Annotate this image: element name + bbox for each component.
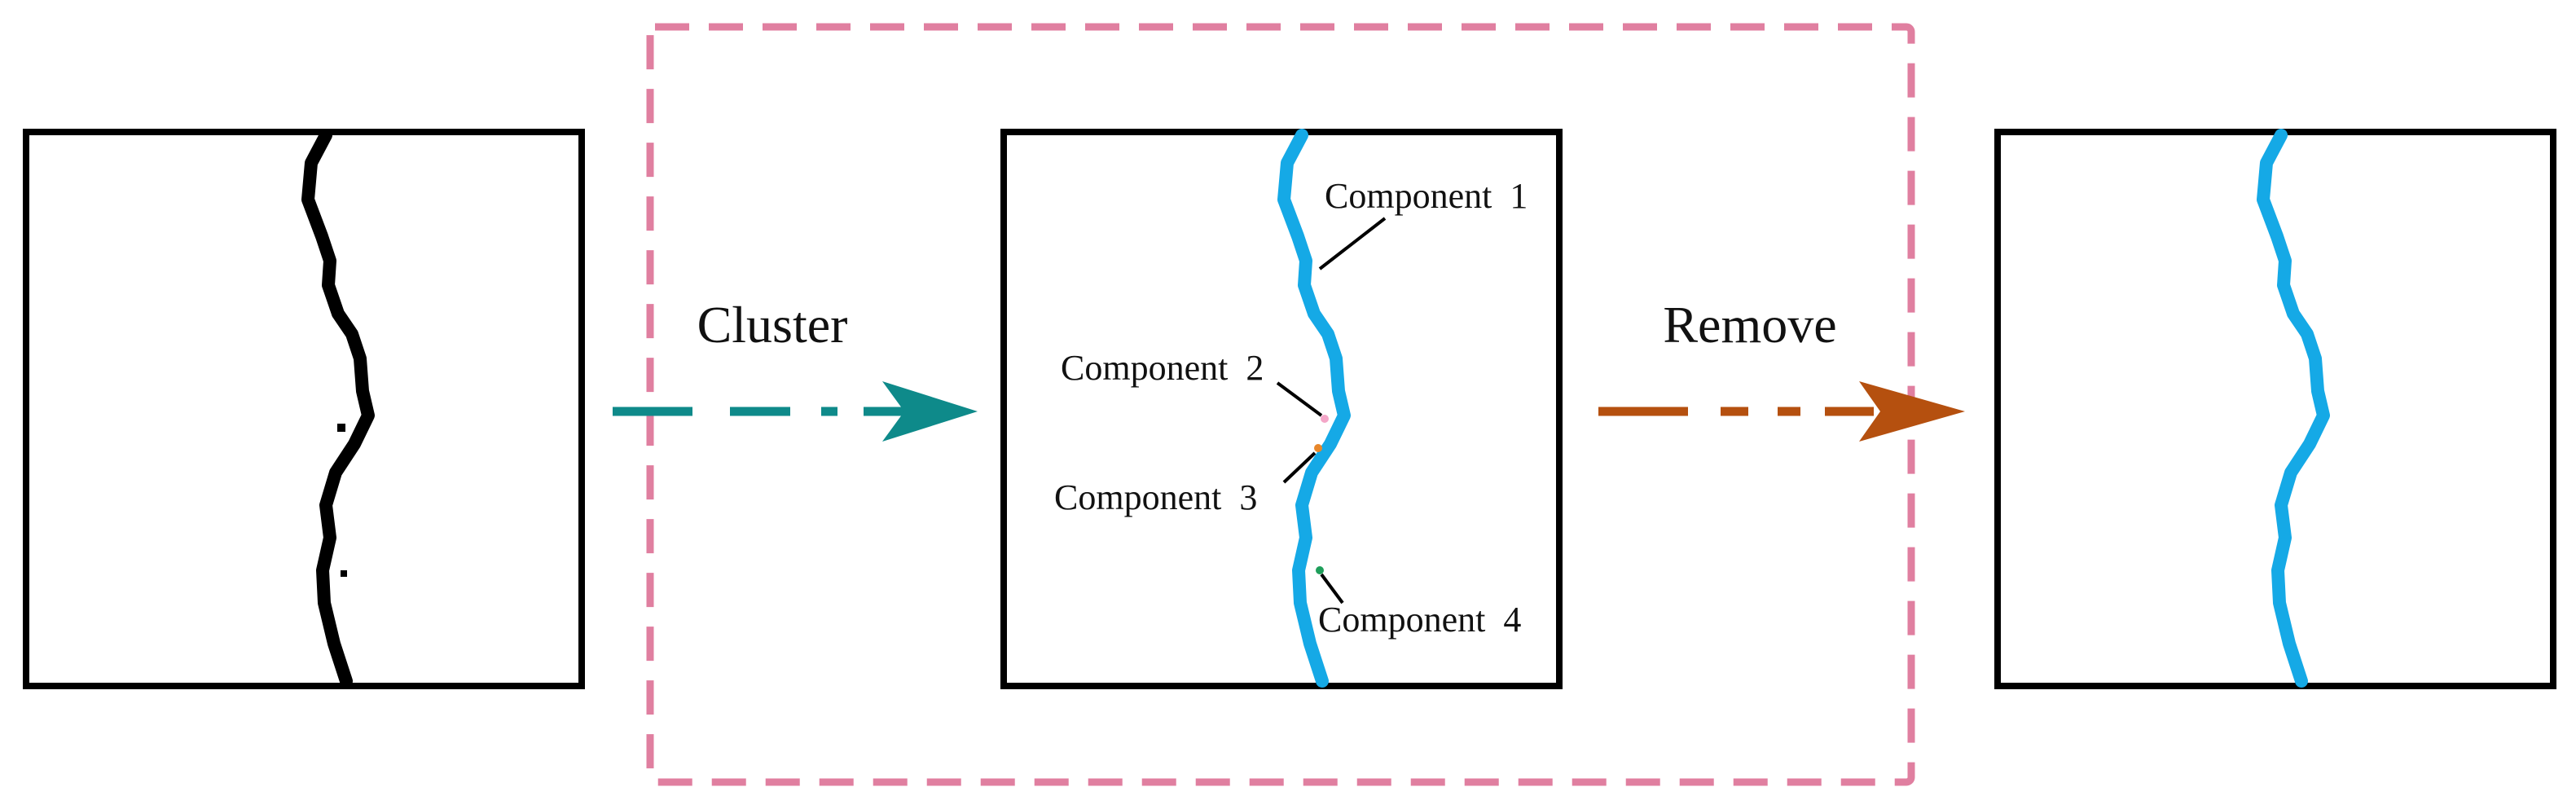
component-2-label: Component 2 bbox=[1061, 348, 1264, 388]
noise-speck-2 bbox=[341, 570, 347, 577]
component-4-dot bbox=[1316, 566, 1324, 574]
component-1-label: Component 1 bbox=[1325, 176, 1528, 216]
panel-input-frame bbox=[23, 129, 585, 689]
panel-output bbox=[1994, 129, 2556, 689]
panel-input bbox=[23, 129, 585, 689]
crack-component-1-line bbox=[1277, 129, 1351, 688]
remove-label: Remove bbox=[1663, 296, 1836, 354]
noise-speck-1 bbox=[337, 424, 345, 432]
leader-component-3 bbox=[1282, 451, 1317, 484]
cluster-arrow bbox=[613, 381, 978, 442]
crack-input-line bbox=[301, 129, 375, 688]
leader-component-4 bbox=[1320, 573, 1344, 605]
cluster-label: Cluster bbox=[697, 296, 848, 354]
component-2-dot bbox=[1321, 415, 1329, 423]
crack-output-line bbox=[2257, 129, 2330, 688]
component-3-label: Component 3 bbox=[1054, 477, 1257, 517]
remove-arrow bbox=[1598, 381, 1965, 442]
component-4-label: Component 4 bbox=[1318, 600, 1521, 640]
leader-component-1 bbox=[1318, 217, 1387, 270]
leader-component-2 bbox=[1276, 381, 1323, 417]
component-3-dot bbox=[1314, 444, 1322, 452]
panel-components-frame bbox=[1000, 129, 1563, 689]
panel-components: Component 1 Component 2 Component 3 Comp… bbox=[1000, 129, 1563, 689]
